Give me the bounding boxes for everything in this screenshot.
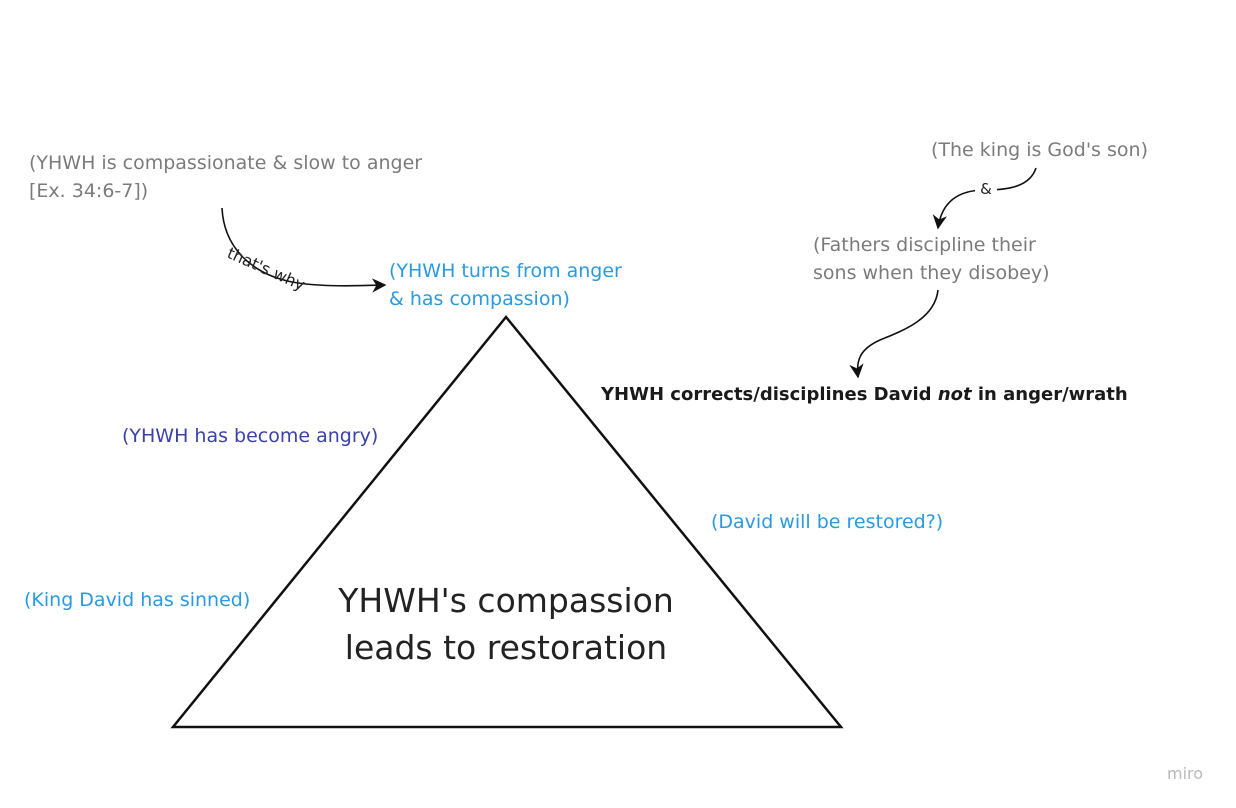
center-line2: leads to restoration xyxy=(344,628,668,667)
compassionate-line2: [Ex. 34:6-7]) xyxy=(29,180,149,202)
thats-why-label: that's why xyxy=(224,243,308,294)
fathers-to-corrects-arrow xyxy=(849,289,939,379)
compassionate-node: (YHWH is compassionate & slow to anger [… xyxy=(29,149,422,205)
fathers-line1: (Fathers discipline their xyxy=(813,234,1036,256)
compassionate-line1: (YHWH is compassionate & slow to anger xyxy=(29,152,423,174)
amp-label-bg xyxy=(975,178,997,200)
king-son-node: (The king is God's son) xyxy=(931,139,1148,161)
miro-watermark: miro xyxy=(1167,764,1204,783)
turns-node: (YHWH turns from anger & has compassion) xyxy=(389,257,622,313)
center-label: YHWH's compassion leads to restoration xyxy=(306,577,706,671)
corrects-before: YHWH corrects/disciplines David xyxy=(601,384,938,405)
corrects-after: in anger/wrath xyxy=(971,384,1128,405)
corrects-italic: not xyxy=(937,384,972,405)
turns-line1: (YHWH turns from anger xyxy=(389,260,622,282)
angry-node: (YHWH has become angry) xyxy=(122,425,379,447)
amp-label: & xyxy=(980,180,992,198)
thats-why-arrow xyxy=(221,207,387,293)
fathers-line2: sons when they disobey) xyxy=(813,262,1050,284)
center-line1: YHWH's compassion xyxy=(338,581,674,620)
fathers-node: (Fathers discipline their sons when they… xyxy=(813,231,1050,287)
turns-line2: & has compassion) xyxy=(389,288,570,310)
triangle-shape xyxy=(170,315,844,729)
restored-node: (David will be restored?) xyxy=(711,511,944,533)
sinned-node: (King David has sinned) xyxy=(24,589,251,611)
corrects-node: YHWH corrects/disciplines David not in a… xyxy=(601,381,1128,409)
